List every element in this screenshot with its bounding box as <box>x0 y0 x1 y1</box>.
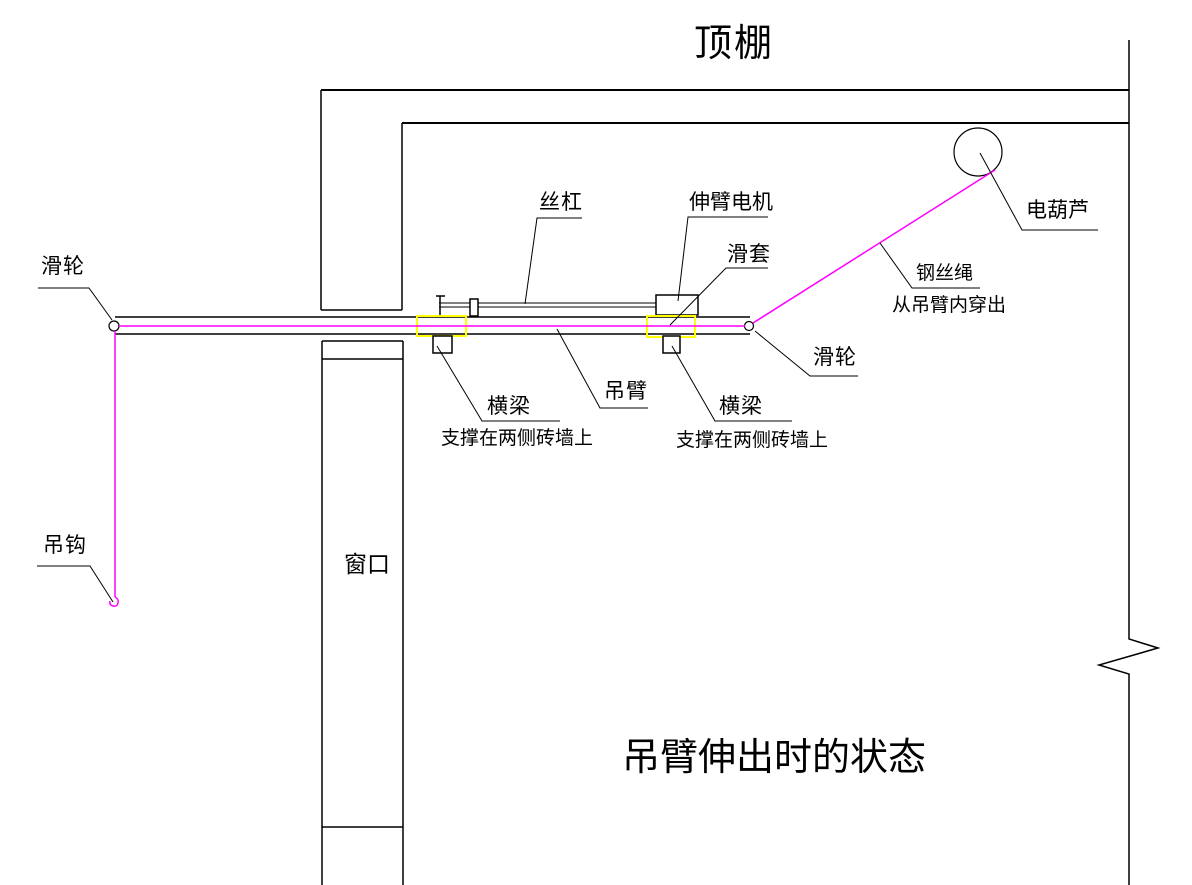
leader-crossbeam-left <box>436 345 560 422</box>
electric-hoist-label: 电葫芦 <box>1026 198 1089 222</box>
caption-title: 吊臂伸出时的状态 <box>622 735 927 779</box>
wire-rope-label: 钢丝绳 <box>916 262 974 284</box>
pulley-right-label: 滑轮 <box>813 345 857 369</box>
leader-hook <box>37 565 114 603</box>
crossbeam-block-right <box>662 335 681 354</box>
motor-box <box>655 294 699 316</box>
leader-pulley-left <box>38 287 113 321</box>
pulley-left-label: 滑轮 <box>41 254 85 278</box>
crossbeam-right-note: 支撑在两侧砖墙上 <box>676 429 829 451</box>
crossbeam-left-label: 横梁 <box>487 394 531 418</box>
left-wall-lintel <box>320 90 403 311</box>
crossbeam-right-label: 横梁 <box>719 394 763 418</box>
wire-rope-note: 从吊臂内穿出 <box>892 294 1007 316</box>
window-column <box>321 340 404 885</box>
leader-boom <box>556 328 648 409</box>
motor-label: 伸臂电机 <box>689 190 773 214</box>
leader-pulley-right <box>754 330 858 377</box>
boom-label: 吊臂 <box>604 379 648 403</box>
hook-label: 吊钩 <box>43 533 87 557</box>
pulley-left-circle <box>108 320 120 332</box>
right-wall-line-with-break <box>1096 40 1161 885</box>
crossbeam-block-left <box>432 335 453 354</box>
electric-hoist-drum-circle <box>953 127 1003 177</box>
hook-symbol <box>109 596 119 607</box>
leader-motor <box>677 216 768 302</box>
sliding-sleeve-label: 滑套 <box>727 242 771 266</box>
lead-screw-nut <box>469 298 479 317</box>
leader-lead-screw <box>524 217 582 305</box>
crossbeam-left-note: 支撑在两侧砖墙上 <box>441 427 594 449</box>
wire-rope-diagonal <box>752 169 996 324</box>
leader-sliding-sleeve <box>669 267 768 326</box>
lead-screw-end-post <box>436 295 445 317</box>
lead-screw-label: 丝杠 <box>539 190 583 214</box>
leader-wire-rope <box>879 242 980 289</box>
pulley-right-circle <box>743 320 755 332</box>
leader-crossbeam-right <box>671 345 792 422</box>
window-label: 窗口 <box>344 552 390 578</box>
ceiling-label: 顶棚 <box>694 21 775 65</box>
leader-electric-hoist <box>979 152 1098 231</box>
